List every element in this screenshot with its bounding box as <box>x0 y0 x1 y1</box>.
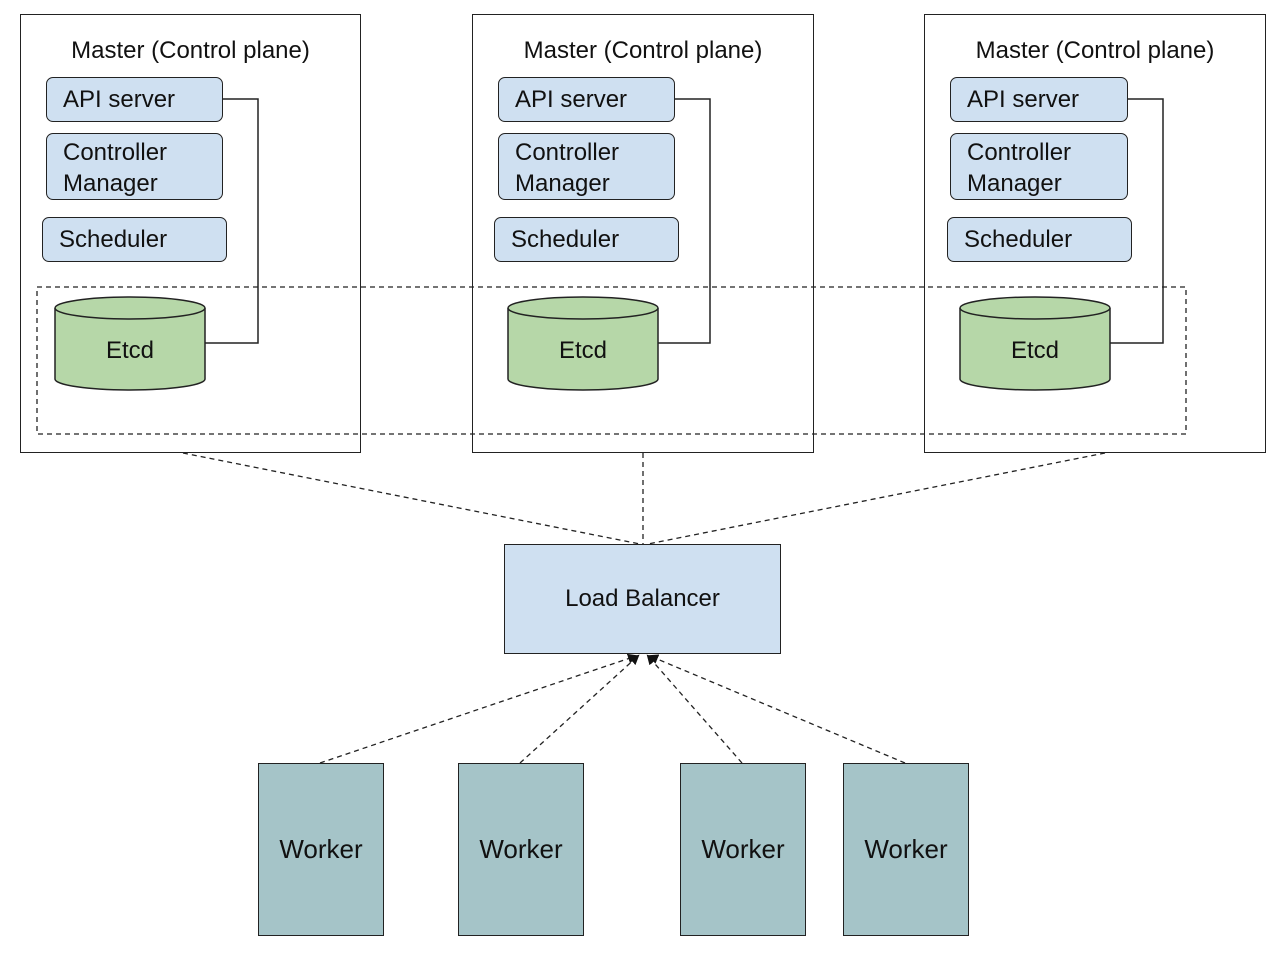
worker-node-2: Worker <box>458 763 584 936</box>
master-title: Master (Control plane) <box>975 37 1215 64</box>
worker-4-to-lb-arrow <box>648 654 906 764</box>
worker-node-1: Worker <box>258 763 384 936</box>
etcd-label: Etcd <box>105 337 155 364</box>
scheduler-box: Scheduler <box>947 217 1132 262</box>
master-1-to-lb-line <box>182 452 641 545</box>
worker-3-to-lb-arrow <box>646 654 743 764</box>
master-title: Master (Control plane) <box>523 37 763 64</box>
master-node-3: Master (Control plane) <box>924 14 1266 453</box>
worker-node-3: Worker <box>680 763 806 936</box>
load-balancer-box: Load Balancer <box>504 544 781 654</box>
controller-manager-box: Controller Manager <box>950 133 1128 200</box>
worker-1-to-lb-arrow <box>319 653 638 764</box>
etcd-label: Etcd <box>1010 337 1060 364</box>
controller-manager-box: Controller Manager <box>498 133 675 200</box>
scheduler-box: Scheduler <box>42 217 227 262</box>
api-server-box: API server <box>46 77 223 122</box>
scheduler-box: Scheduler <box>494 217 679 262</box>
etcd-label: Etcd <box>558 337 608 364</box>
controller-manager-box: Controller Manager <box>46 133 223 200</box>
master-3-to-lb-line <box>647 452 1106 545</box>
master-title: Master (Control plane) <box>71 37 310 64</box>
master-node-1: Master (Control plane) <box>20 14 361 453</box>
api-server-box: API server <box>498 77 675 122</box>
worker-node-4: Worker <box>843 763 969 936</box>
worker-2-to-lb-arrow <box>519 654 640 764</box>
api-server-box: API server <box>950 77 1128 122</box>
master-node-2: Master (Control plane) <box>472 14 814 453</box>
